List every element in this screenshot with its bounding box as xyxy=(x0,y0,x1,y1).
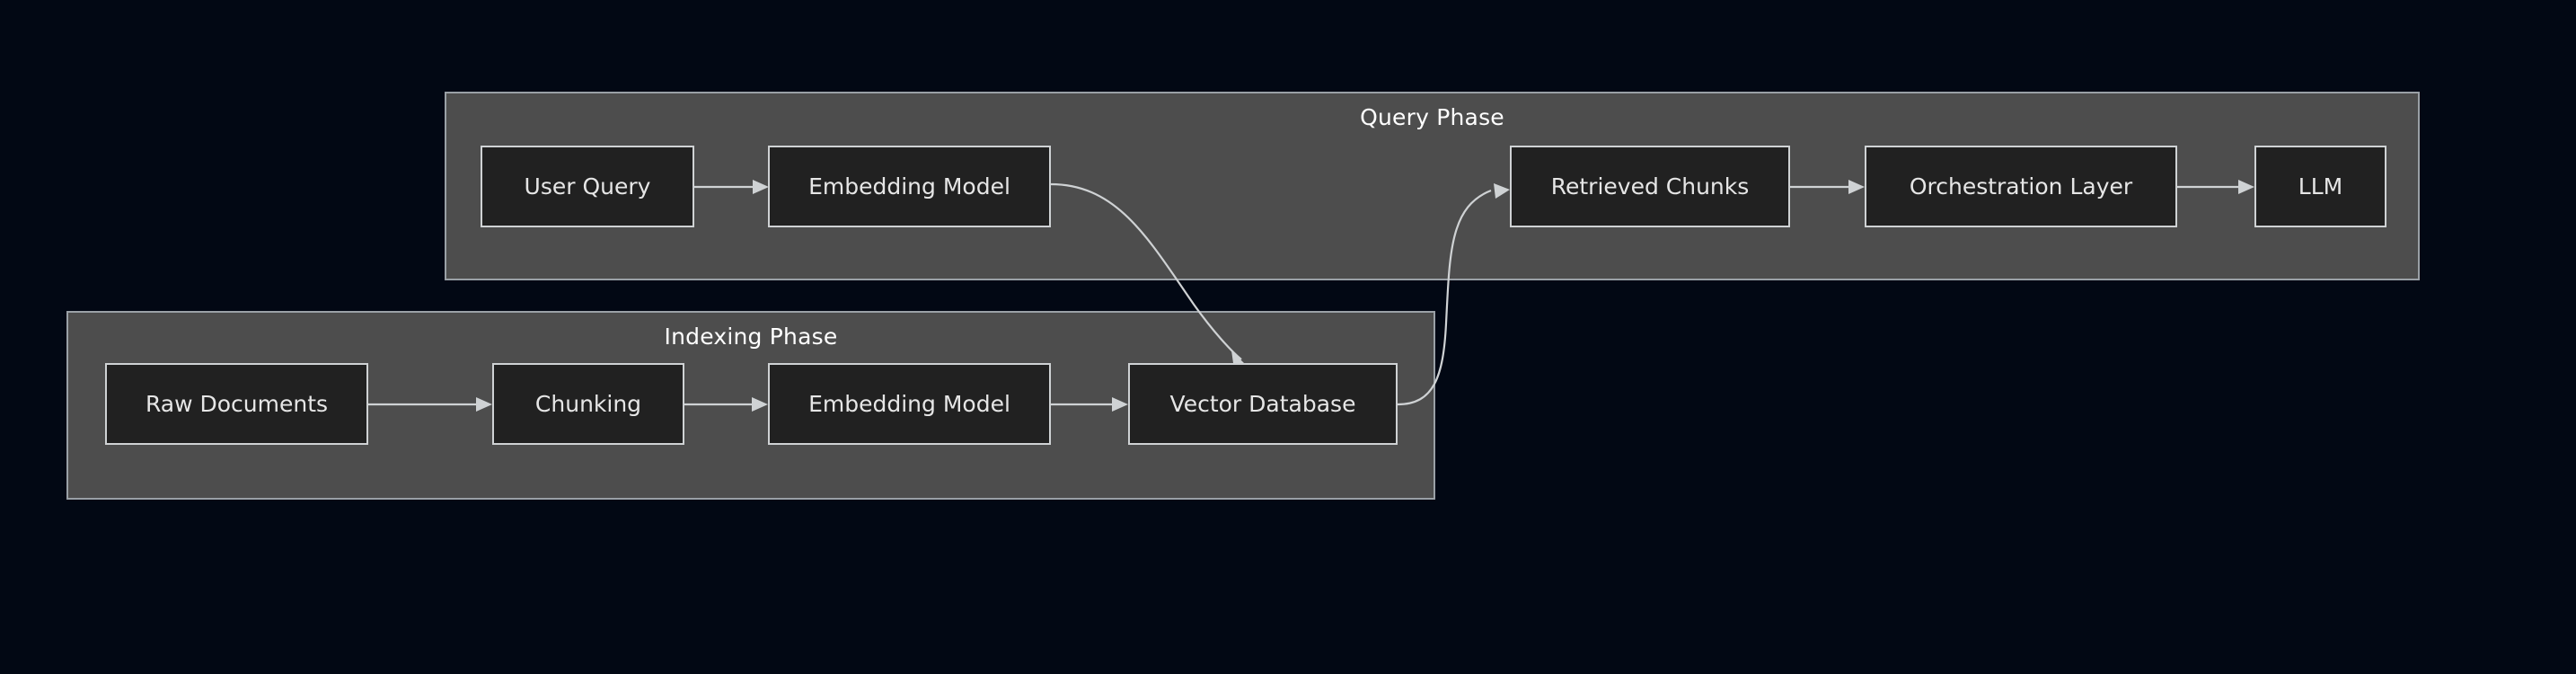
node-label-user-query: User Query xyxy=(524,173,651,200)
node-label-llm: LLM xyxy=(2298,173,2343,200)
node-label-query-embedding-model: Embedding Model xyxy=(808,173,1010,200)
node-index-embedding-model[interactable]: Embedding Model xyxy=(768,363,1051,445)
node-label-vector-database: Vector Database xyxy=(1169,391,1356,417)
node-user-query[interactable]: User Query xyxy=(481,146,694,227)
node-label-chunking: Chunking xyxy=(534,391,642,417)
node-label-index-embedding-model: Embedding Model xyxy=(808,391,1010,417)
node-raw-documents[interactable]: Raw Documents xyxy=(105,363,368,445)
phase-label-query: Query Phase xyxy=(1360,104,1504,130)
phase-label-indexing: Indexing Phase xyxy=(664,324,838,350)
node-vector-database[interactable]: Vector Database xyxy=(1128,363,1398,445)
node-retrieved-chunks[interactable]: Retrieved Chunks xyxy=(1510,146,1790,227)
node-label-orchestration-layer: Orchestration Layer xyxy=(1909,173,2133,200)
node-llm[interactable]: LLM xyxy=(2254,146,2386,227)
node-chunking[interactable]: Chunking xyxy=(492,363,684,445)
node-orchestration-layer[interactable]: Orchestration Layer xyxy=(1865,146,2177,227)
node-label-retrieved-chunks: Retrieved Chunks xyxy=(1550,173,1750,200)
node-label-raw-documents: Raw Documents xyxy=(145,391,329,417)
node-query-embedding-model[interactable]: Embedding Model xyxy=(768,146,1051,227)
